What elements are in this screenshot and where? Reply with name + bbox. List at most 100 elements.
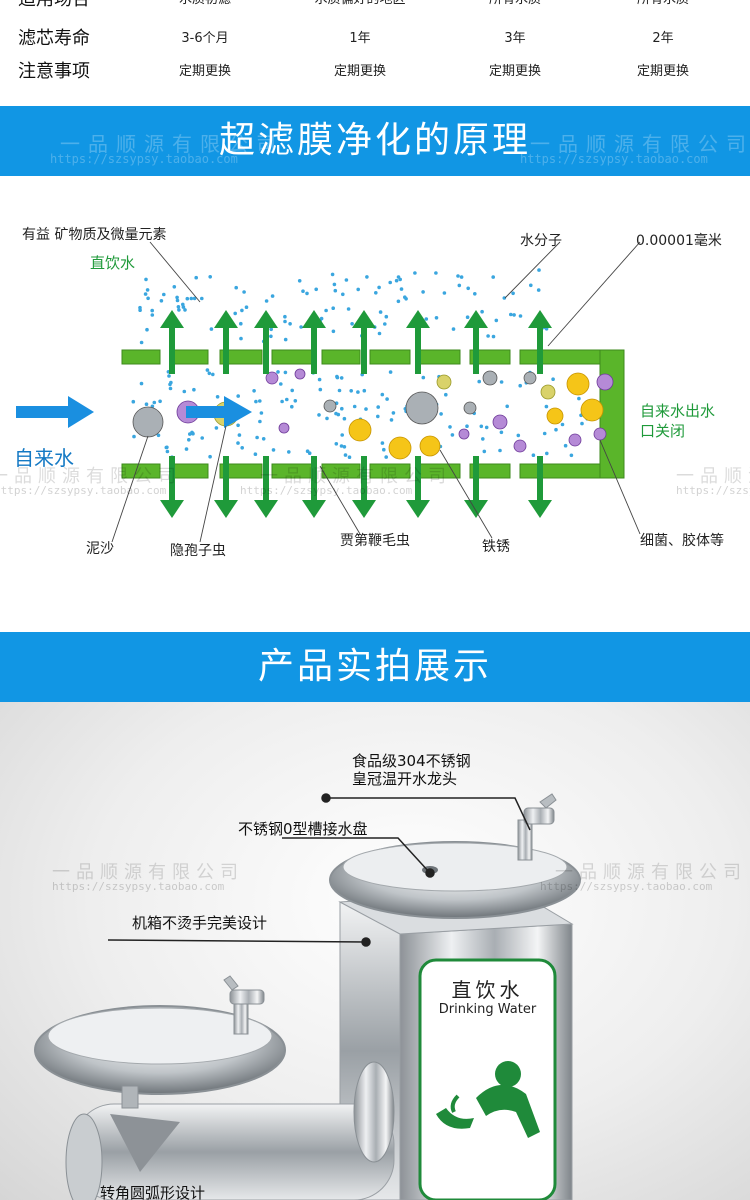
water-molecule bbox=[299, 325, 303, 329]
up-arrow-head bbox=[352, 310, 376, 328]
water-molecule bbox=[293, 399, 298, 403]
impurity-particle bbox=[463, 401, 477, 415]
water-molecule bbox=[421, 290, 425, 294]
ultrafiltration-diagram: 有益 矿物质及微量元素 直饮水 水分子 0.00001毫米 自来水 自来水出水 … bbox=[0, 178, 750, 630]
water-molecule bbox=[439, 412, 443, 416]
water-molecule bbox=[200, 296, 204, 301]
water-molecule bbox=[396, 299, 401, 304]
water-molecule bbox=[383, 322, 387, 326]
water-molecule bbox=[529, 283, 533, 288]
water-molecule bbox=[139, 381, 144, 386]
water-molecule bbox=[465, 315, 470, 319]
water-molecule bbox=[580, 421, 584, 426]
water-molecule bbox=[162, 292, 166, 297]
impurity-particle bbox=[388, 436, 412, 460]
water-molecule bbox=[283, 337, 288, 342]
membrane-top bbox=[321, 349, 361, 365]
water-molecule bbox=[512, 313, 516, 317]
water-molecule bbox=[341, 292, 345, 297]
impurity-particle bbox=[523, 371, 537, 385]
water-molecule bbox=[288, 322, 292, 326]
up-arrow-head bbox=[214, 310, 238, 328]
spec-row-scenario: 适用场合 水质初滤 水质偏好的地区 所有水质 所有水质 bbox=[0, 0, 750, 17]
membrane-top bbox=[169, 349, 209, 365]
water-molecule bbox=[342, 416, 347, 421]
water-molecule bbox=[290, 388, 295, 393]
water-molecule bbox=[499, 380, 504, 384]
up-arrow-head bbox=[302, 310, 326, 328]
water-molecule bbox=[269, 327, 274, 332]
spec-row-lifetime: 滤芯寿命 3-6个月 1年 3年 2年 bbox=[0, 22, 750, 56]
water-molecule bbox=[200, 436, 204, 440]
water-molecule bbox=[215, 395, 220, 399]
water-molecule bbox=[164, 445, 169, 450]
spec-cell: 定期更换 bbox=[333, 64, 386, 79]
water-molecule bbox=[305, 449, 310, 454]
water-molecule bbox=[421, 375, 426, 380]
callout-cabinet: 机箱不烫手完美设计 bbox=[132, 914, 268, 932]
label-tap-water: 自来水 bbox=[14, 446, 74, 470]
water-molecule bbox=[544, 404, 549, 409]
callout-basin: 不锈钢0型槽接水盘 bbox=[238, 820, 368, 838]
impurity-particle bbox=[546, 407, 564, 425]
membrane-top bbox=[219, 349, 263, 365]
water-molecule bbox=[494, 318, 499, 323]
water-molecule bbox=[333, 288, 338, 293]
inflow-arrow-shaft bbox=[16, 406, 70, 418]
membrane-end-cap bbox=[599, 349, 625, 479]
label-direct-drink: 直饮水 bbox=[90, 254, 136, 272]
water-molecule bbox=[377, 285, 381, 290]
water-molecule bbox=[182, 389, 187, 394]
water-molecule bbox=[211, 372, 215, 377]
water-molecule bbox=[332, 282, 337, 287]
water-molecule bbox=[511, 291, 515, 296]
water-molecule bbox=[190, 430, 194, 435]
water-molecule bbox=[138, 305, 142, 310]
water-molecule bbox=[177, 308, 181, 312]
water-molecule bbox=[457, 283, 462, 288]
water-molecule bbox=[185, 296, 190, 301]
down-arrow-head bbox=[302, 500, 326, 518]
water-molecule bbox=[542, 431, 547, 436]
water-molecule bbox=[331, 329, 336, 334]
callout-faucet-line2: 皇冠温开水龙头 bbox=[352, 770, 458, 788]
callout-faucet-line1: 食品级304不锈钢 bbox=[352, 752, 471, 770]
water-molecule bbox=[545, 451, 549, 456]
watermark-url: https://szsypsy.taobao.com bbox=[0, 484, 167, 497]
impurity-particle bbox=[596, 373, 614, 391]
water-molecule bbox=[175, 298, 180, 303]
water-molecule bbox=[444, 392, 448, 397]
water-molecule bbox=[194, 275, 198, 280]
water-molecule bbox=[384, 314, 389, 319]
spec-cell: 水质偏好的地区 bbox=[305, 0, 415, 17]
section-title: 产品实拍展示 bbox=[257, 646, 492, 687]
watermark-text: 一品顺源有限公司 bbox=[530, 132, 750, 156]
spec-cell: 所有水质 bbox=[608, 0, 718, 17]
water-molecule bbox=[144, 402, 149, 406]
up-arrow-head bbox=[160, 310, 184, 328]
water-molecule bbox=[331, 306, 336, 310]
water-molecule bbox=[391, 411, 396, 415]
water-molecule bbox=[183, 308, 187, 312]
water-molecule bbox=[144, 277, 148, 282]
product-photo: 食品级304不锈钢 皇冠温开水龙头 不锈钢0型槽接水盘 机箱不烫手完美设计 转角… bbox=[0, 702, 750, 1200]
membrane-top bbox=[369, 349, 411, 365]
spec-row-head: 滤芯寿命 bbox=[18, 28, 90, 49]
water-molecule bbox=[209, 327, 214, 331]
impurity-particle bbox=[458, 428, 470, 440]
impurity-particle bbox=[323, 399, 337, 413]
water-molecule bbox=[165, 449, 170, 454]
water-molecule bbox=[434, 316, 439, 320]
water-molecule bbox=[301, 289, 305, 293]
impurity-particle bbox=[580, 398, 604, 422]
impurity-particle bbox=[419, 435, 441, 457]
water-molecule bbox=[340, 406, 344, 411]
spec-row-head: 注意事项 bbox=[18, 61, 90, 82]
water-molecule bbox=[285, 397, 289, 402]
water-molecule bbox=[477, 379, 482, 384]
leader-line bbox=[111, 435, 149, 543]
spec-row-notes: 注意事项 定期更换 定期更换 定期更换 定期更换 bbox=[0, 55, 750, 89]
spec-cell: 所有水质 bbox=[460, 0, 570, 17]
water-molecule bbox=[502, 296, 507, 300]
water-molecule bbox=[330, 272, 335, 277]
